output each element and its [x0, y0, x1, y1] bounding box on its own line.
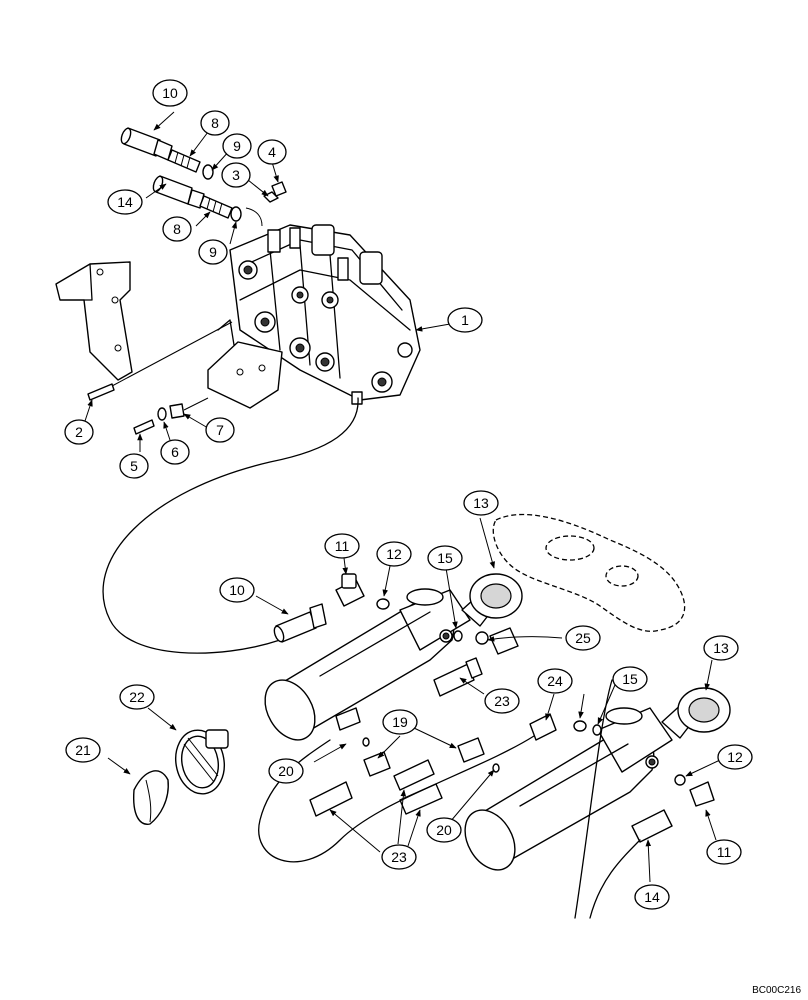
drawing-number: BC00C216: [752, 985, 801, 996]
callout-label: 15: [437, 550, 453, 566]
callout-label: 8: [173, 221, 181, 237]
callout-label: 20: [436, 822, 452, 838]
callout-label: 11: [335, 538, 350, 554]
callout-label: 23: [494, 693, 510, 709]
callout-13a: 13: [463, 490, 499, 516]
callout-2: 2: [64, 419, 94, 445]
callout-1: 1: [447, 307, 483, 333]
hose-guard: [133, 770, 169, 825]
callout-10a: 10: [152, 79, 188, 107]
callout-9b: 9: [198, 239, 228, 265]
callout-label: 2: [75, 424, 83, 440]
callout-label: 21: [75, 742, 91, 758]
callout-5: 5: [119, 453, 149, 479]
callout-label: 8: [211, 115, 219, 131]
callout-21: 21: [65, 737, 101, 763]
hose-clamp: [175, 729, 229, 795]
callout-20a: 20: [268, 758, 304, 784]
callout-7: 7: [205, 417, 235, 443]
callout-19: 19: [382, 709, 418, 735]
callout-12b: 12: [717, 744, 753, 770]
callout-label: 4: [268, 144, 276, 160]
callout-label: 19: [392, 714, 408, 730]
leader-lines: [83, 111, 721, 883]
callout-label: 23: [391, 849, 407, 865]
callout-13b: 13: [703, 635, 739, 661]
cylinder-fittings: [258, 573, 715, 919]
callout-6: 6: [160, 439, 190, 465]
callout-label: 10: [229, 582, 245, 598]
callout-label: 22: [129, 689, 145, 705]
callout-24: 24: [537, 668, 573, 694]
callout-label: 5: [130, 458, 138, 474]
callout-8b: 8: [162, 216, 192, 242]
control-valve-assembly: [229, 224, 421, 405]
callout-label: 25: [575, 630, 591, 646]
callout-label: 11: [717, 844, 732, 860]
callout-label: 14: [117, 194, 133, 210]
mounting-brackets: [55, 261, 283, 435]
callout-15b: 15: [612, 666, 648, 692]
callout-label: 12: [386, 546, 402, 562]
callout-label: 9: [233, 138, 241, 154]
callout-label: 13: [713, 640, 729, 656]
callout-23b: 23: [381, 844, 417, 870]
callout-3: 3: [221, 162, 251, 188]
lower-steering-cylinder: [464, 687, 731, 871]
callout-label: 6: [171, 444, 179, 460]
callout-label: 7: [216, 422, 224, 438]
upper-hose-fittings: [120, 127, 287, 227]
callout-10b: 10: [219, 577, 255, 603]
callout-label: 12: [727, 749, 743, 765]
callout-label: 15: [622, 671, 638, 687]
callout-label: 1: [461, 312, 469, 328]
callout-23a: 23: [484, 688, 520, 714]
callout-label: 20: [278, 763, 294, 779]
callout-14a: 14: [107, 189, 143, 215]
callout-25: 25: [565, 625, 601, 651]
long-hose-routing: [102, 397, 359, 654]
callout-9a: 9: [222, 133, 252, 159]
callout-14b: 14: [634, 884, 670, 910]
callout-15a: 15: [427, 545, 463, 571]
callout-4: 4: [257, 139, 287, 165]
callout-label: 14: [644, 889, 660, 905]
callout-11a: 11: [324, 533, 360, 559]
callout-label: 3: [232, 167, 240, 183]
callout-label: 9: [209, 244, 217, 260]
callout-label: 24: [547, 673, 563, 689]
callout-label: 13: [473, 495, 489, 511]
callout-label: 10: [162, 85, 178, 101]
callout-12a: 12: [376, 541, 412, 567]
callout-22: 22: [119, 684, 155, 710]
steering-axle-outline: [492, 513, 686, 632]
callout-20b: 20: [426, 817, 462, 843]
callout-8a: 8: [200, 110, 230, 136]
callout-11b: 11: [706, 839, 742, 865]
